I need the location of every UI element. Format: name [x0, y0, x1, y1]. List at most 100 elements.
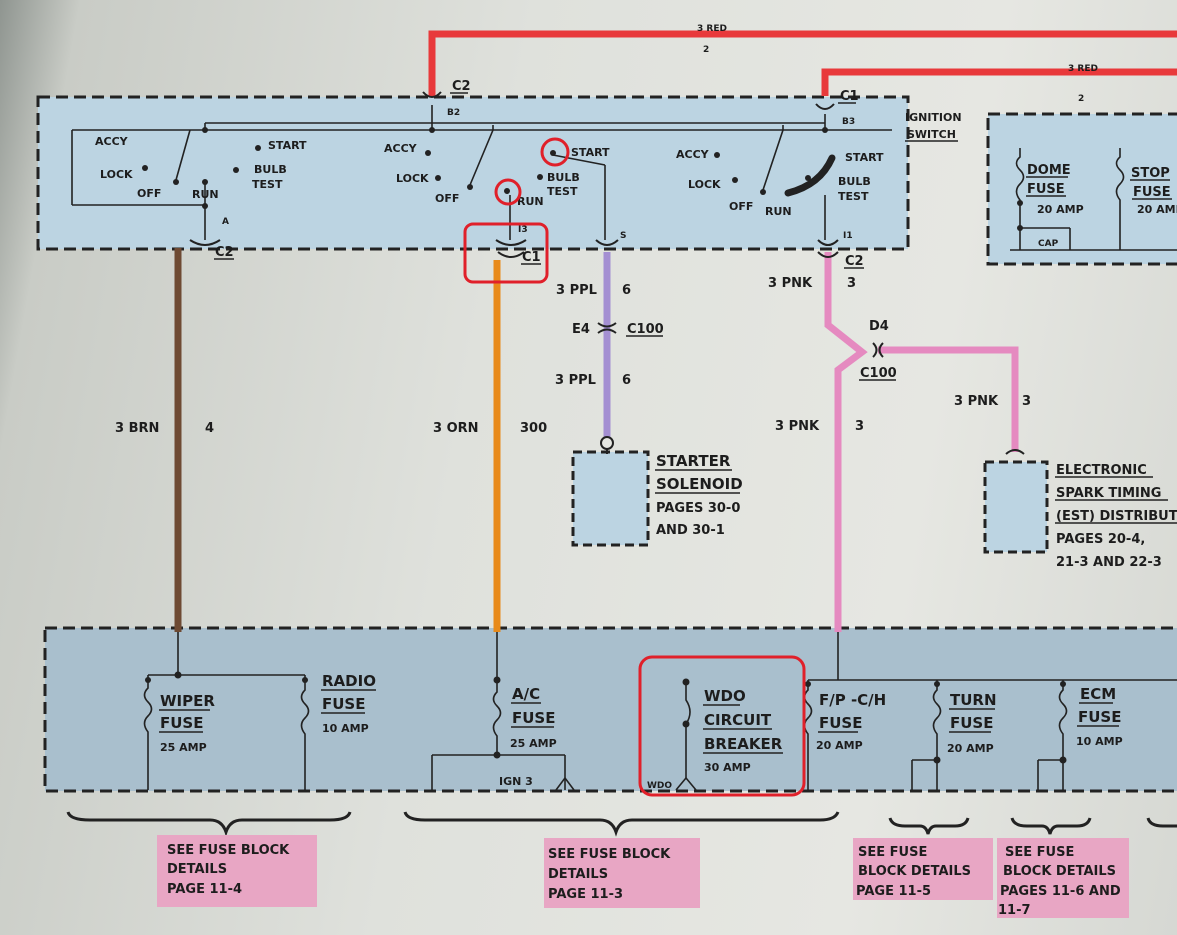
terminal-i1: I1 — [843, 231, 853, 241]
g1-start: START — [268, 139, 307, 152]
wiper-fuse-line2: FUSE — [160, 714, 203, 732]
terminal-i3: I3 — [518, 225, 528, 235]
g1-bulb: BULB — [254, 163, 287, 176]
turn-fuse-line2: FUSE — [950, 714, 993, 732]
g3-off: OFF — [729, 200, 753, 213]
pink-wire — [824, 252, 868, 632]
est-box — [983, 460, 1049, 554]
ac-fuse-line2: FUSE — [512, 709, 555, 727]
g1-test: TEST — [252, 178, 283, 191]
c2-top-label: C2 — [452, 79, 471, 94]
highlight-annotations — [463, 137, 806, 797]
c100-ppl-label: C100 — [627, 322, 664, 337]
dome-fuse-line1: DOME — [1027, 163, 1071, 178]
bulb-test-arc — [784, 154, 836, 197]
fp-fuse-amp: 20 AMP — [816, 739, 863, 752]
highlight-circle-start — [540, 137, 570, 167]
terminal-a: A — [222, 217, 229, 227]
c2-a-label: C2 — [215, 245, 234, 260]
wiper-fuse-amp: 25 AMP — [160, 741, 207, 754]
e4-label: E4 — [572, 322, 590, 337]
switch-contacts — [142, 127, 828, 209]
g3-run: RUN — [765, 205, 792, 218]
radio-fuse-amp: 10 AMP — [322, 722, 369, 735]
g2-test: TEST — [547, 185, 578, 198]
pink-branch-wire — [878, 346, 1019, 452]
see-label-3-bg — [853, 838, 993, 900]
see-label-1-bg — [157, 835, 317, 907]
g2-run: RUN — [517, 195, 544, 208]
ecm-fuse-line2: FUSE — [1078, 708, 1121, 726]
ignition-switch-title-1: IGNITION — [905, 111, 962, 124]
stop-fuse-line1: STOP — [1131, 166, 1170, 181]
est-line2: SPARK TIMING — [1056, 486, 1161, 501]
g2-start: START — [571, 146, 610, 159]
see-label-1-line3: PAGE 11-4 — [167, 882, 242, 897]
highlight-box-wdo — [638, 655, 806, 797]
wdo-tag: WDO — [647, 781, 672, 791]
g3-start: START — [845, 151, 884, 164]
ignition-switch-title-2: SWITCH — [907, 128, 956, 141]
wdo-line1: WDO — [704, 687, 746, 705]
turn-fuse-amp: 20 AMP — [947, 742, 994, 755]
dome-fuse-line2: FUSE — [1027, 182, 1065, 197]
red-wire-2-label: 3 RED — [1068, 64, 1098, 74]
see-label-4-line1: SEE FUSE — [1005, 845, 1074, 860]
g2-off: OFF — [435, 192, 459, 205]
starter-terminal-ring — [600, 436, 614, 450]
b3-label: B3 — [842, 117, 855, 127]
ecm-fuse-line1: ECM — [1080, 685, 1116, 703]
starter-line1: STARTER — [656, 452, 731, 470]
red-wire-1 — [428, 30, 1177, 96]
fuse-block-dots — [145, 671, 1067, 764]
g1-off: OFF — [137, 187, 161, 200]
see-label-2-line1: SEE FUSE BLOCK — [548, 847, 671, 862]
turn-fuse-line1: TURN — [950, 691, 997, 709]
est-line5: 21-3 AND 22-3 — [1056, 555, 1162, 570]
g3-accy: ACCY — [676, 148, 710, 161]
c2-i1-label: C2 — [845, 254, 864, 269]
g3-test: TEST — [838, 190, 869, 203]
g1-lock: LOCK — [100, 168, 133, 181]
red-wire-1-label: 3 RED — [697, 24, 727, 34]
wdo-line3: BREAKER — [704, 735, 783, 753]
radio-fuse-line1: RADIO — [322, 672, 376, 690]
ign3-label: IGN 3 — [499, 775, 533, 788]
see-label-1-line1: SEE FUSE BLOCK — [167, 843, 290, 858]
see-label-2-line3: PAGE 11-3 — [548, 887, 623, 902]
see-label-4-line2: BLOCK DETAILS — [1003, 864, 1116, 879]
red-wire-1-number: 2 — [703, 45, 709, 55]
c1-top-connector — [815, 103, 835, 110]
ac-fuse-amp: 25 AMP — [510, 737, 557, 750]
pnk-upper-number: 3 — [847, 276, 856, 291]
starter-line4: AND 30-1 — [656, 523, 725, 538]
wiper-fuse-line1: WIPER — [160, 692, 215, 710]
c1-i3-label: C1 — [522, 250, 541, 265]
d4-label: D4 — [869, 319, 889, 334]
orn-label: 3 ORN — [433, 421, 479, 436]
g2-accy: ACCY — [384, 142, 418, 155]
g2-lock: LOCK — [396, 172, 429, 185]
top-right-fuse-lines — [1010, 148, 1177, 251]
see-label-3-line2: BLOCK DETAILS — [858, 864, 971, 879]
starter-line2: SOLENOID — [656, 475, 743, 493]
pnk-upper-label: 3 PNK — [768, 276, 813, 291]
c2-top-connector — [422, 91, 442, 98]
ac-fuse-line1: A/C — [512, 685, 540, 703]
wdo-amp: 30 AMP — [704, 761, 751, 774]
c100-pnk-label: C100 — [860, 366, 897, 381]
see-label-2-line2: DETAILS — [548, 867, 608, 882]
pnk-branch-number: 3 — [1022, 394, 1031, 409]
g1-accy: ACCY — [95, 135, 129, 148]
ppl-upper-number: 6 — [622, 283, 631, 298]
see-label-4-line4: 11-7 — [998, 903, 1031, 918]
see-label-2-bg — [544, 838, 700, 908]
starter-solenoid-box — [571, 450, 650, 547]
dome-fuse-dot — [1017, 200, 1023, 206]
brn-number: 4 — [205, 421, 214, 436]
terminal-s: S — [620, 231, 626, 241]
radio-fuse-line2: FUSE — [322, 695, 365, 713]
dome-fuse-amp: 20 AMP — [1037, 203, 1084, 216]
c1-top-label: C1 — [840, 89, 859, 104]
